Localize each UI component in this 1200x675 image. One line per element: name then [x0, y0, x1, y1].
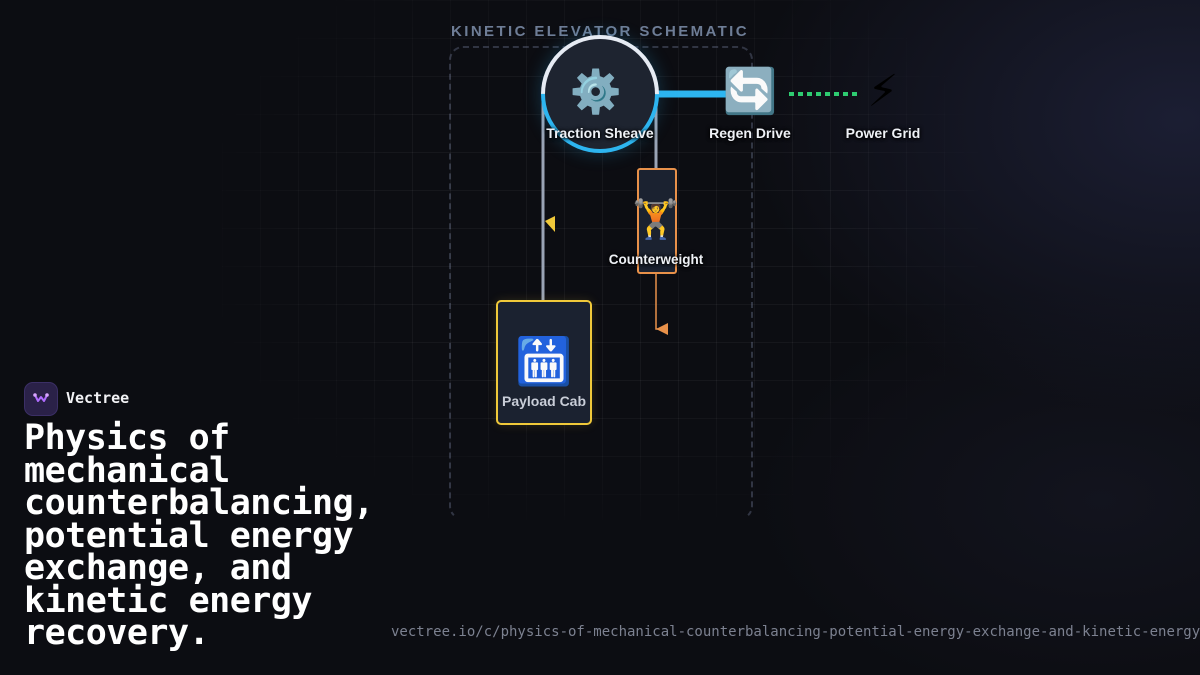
- traction-sheave-label: Traction Sheave: [546, 125, 654, 141]
- cycle-arrows-icon: 🔄: [722, 66, 778, 117]
- power-grid-label: Power Grid: [845, 125, 921, 141]
- weightlifter-icon: 🏋️: [632, 197, 680, 241]
- schematic-title: KINETIC ELEVATOR SCHEMATIC: [451, 23, 749, 40]
- regen-drive-label: Regen Drive: [709, 125, 791, 141]
- payload-cab-node[interactable]: [496, 300, 592, 425]
- lightning-icon: ⚡: [867, 66, 899, 117]
- elevator-icon: 🛗: [515, 334, 573, 388]
- counterweight-tail: [655, 272, 662, 330]
- page-title: Physics of mechanical counterbalancing, …: [24, 418, 374, 653]
- page-url[interactable]: vectree.io/c/physics-of-mechanical-count…: [391, 624, 1200, 640]
- counterweight-direction-arrow: [656, 323, 668, 335]
- counterweight-label: Counterweight: [608, 252, 704, 267]
- gear-icon: ⚙️: [569, 67, 623, 116]
- brand-name: Vectree: [66, 389, 130, 407]
- cab-direction-arrow: [545, 216, 555, 232]
- vectree-logo: [24, 382, 58, 416]
- counterweight-node[interactable]: [637, 168, 677, 274]
- payload-cab-label: Payload Cab: [501, 393, 587, 409]
